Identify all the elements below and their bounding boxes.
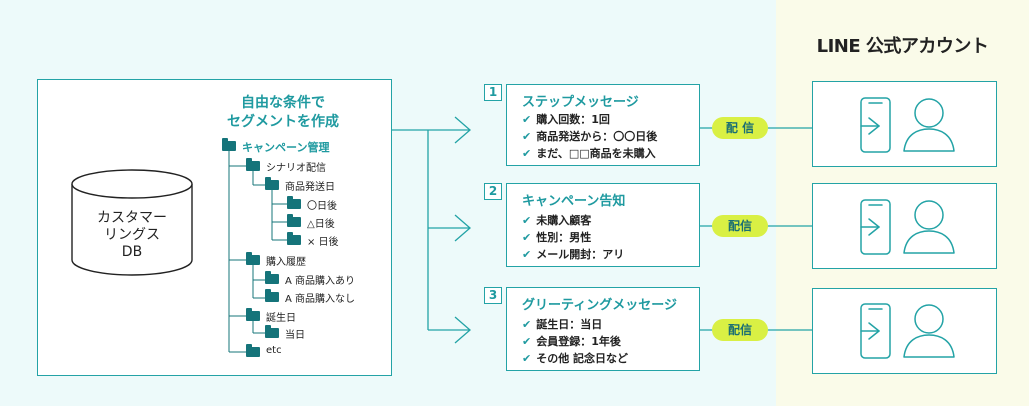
message-box-2: [506, 183, 700, 267]
message-condition: ✔その他 記念日など: [522, 352, 629, 365]
database-icon: [71, 169, 193, 276]
tree-day-cross-label: × 日後: [307, 237, 339, 248]
message-condition: ✔商品発送から：〇〇日後: [522, 130, 658, 143]
tree-product-sent-label: 商品発送日: [285, 182, 335, 193]
line-account-title: LINE 公式アカウント: [816, 36, 989, 57]
message-condition: ✔購入回数：1回: [522, 113, 610, 126]
folder-icon: [287, 196, 301, 209]
tree-today-label: 当日: [285, 330, 305, 341]
user-box-1: [812, 81, 997, 167]
db-label-line3: DB: [121, 244, 143, 260]
check-icon: ✔: [522, 113, 532, 126]
folder-icon: [265, 325, 279, 338]
message-condition: ✔性別：男性: [522, 231, 592, 244]
check-icon: ✔: [522, 352, 532, 365]
folder-icon: [287, 214, 301, 227]
message-condition: ✔未購入顧客: [522, 214, 592, 227]
smartphone-icon: [860, 97, 891, 153]
message-box-3: [506, 287, 700, 371]
message-number-1: 1: [484, 84, 502, 101]
check-icon: ✔: [522, 214, 532, 227]
message-title-2: キャンペーン告知: [522, 194, 626, 209]
smartphone-icon: [860, 303, 891, 359]
folder-icon: [246, 308, 260, 321]
message-number-2: 2: [484, 183, 502, 200]
message-condition: ✔会員登録：1年後: [522, 335, 621, 348]
user-box-3: [812, 288, 997, 374]
tree-not-purchased-label: A 商品購入なし: [285, 294, 356, 305]
message-title-1: ステップメッセージ: [522, 95, 639, 110]
check-icon: ✔: [522, 231, 532, 244]
folder-icon: [246, 158, 260, 171]
tree-purchase-history-label: 購入履歴: [266, 257, 306, 268]
tree-day-circle-label: 〇日後: [307, 201, 337, 212]
segment-heading-line1: 自由な条件で: [241, 95, 325, 111]
tree-scenario-label: シナリオ配信: [266, 163, 326, 174]
folder-icon: [222, 138, 236, 151]
check-icon: ✔: [522, 130, 532, 143]
user-avatar-icon: [903, 98, 955, 152]
tree-birthday-label: 誕生日: [266, 313, 296, 324]
message-box-1: [506, 84, 700, 166]
user-avatar-icon: [903, 304, 955, 358]
folder-icon: [246, 252, 260, 265]
tree-root-label: キャンペーン管理: [242, 141, 330, 154]
db-label-line2: リングス: [104, 227, 160, 243]
user-avatar-icon: [903, 200, 955, 254]
message-number-3: 3: [484, 287, 502, 304]
folder-icon: [287, 232, 301, 245]
check-icon: ✔: [522, 147, 532, 160]
message-condition: ✔まだ、□□商品を未購入: [522, 147, 656, 160]
folder-icon: [265, 177, 279, 190]
segment-heading: 自由な条件で セグメントを作成: [210, 94, 356, 132]
message-condition: ✔誕生日：当日: [522, 318, 603, 331]
delivery-badge-3: 配信: [712, 319, 768, 341]
delivery-badge-2: 配信: [712, 215, 768, 237]
check-icon: ✔: [522, 318, 532, 331]
tree-purchased-label: A 商品購入あり: [285, 276, 356, 287]
folder-icon: [265, 271, 279, 284]
message-condition: ✔メール開封：アリ: [522, 248, 625, 261]
tree-etc-label: etc: [266, 345, 282, 356]
user-box-2: [812, 183, 997, 269]
folder-icon: [246, 344, 260, 357]
message-title-3: グリーティングメッセージ: [522, 298, 677, 313]
delivery-badge-1: 配 信: [712, 117, 768, 139]
tree-day-triangle-label: △日後: [307, 219, 335, 230]
segment-heading-line2: セグメントを作成: [227, 114, 339, 130]
check-icon: ✔: [522, 335, 532, 348]
check-icon: ✔: [522, 248, 532, 261]
db-label-line1: カスタマー: [97, 210, 167, 226]
folder-icon: [265, 289, 279, 302]
smartphone-icon: [860, 199, 891, 255]
